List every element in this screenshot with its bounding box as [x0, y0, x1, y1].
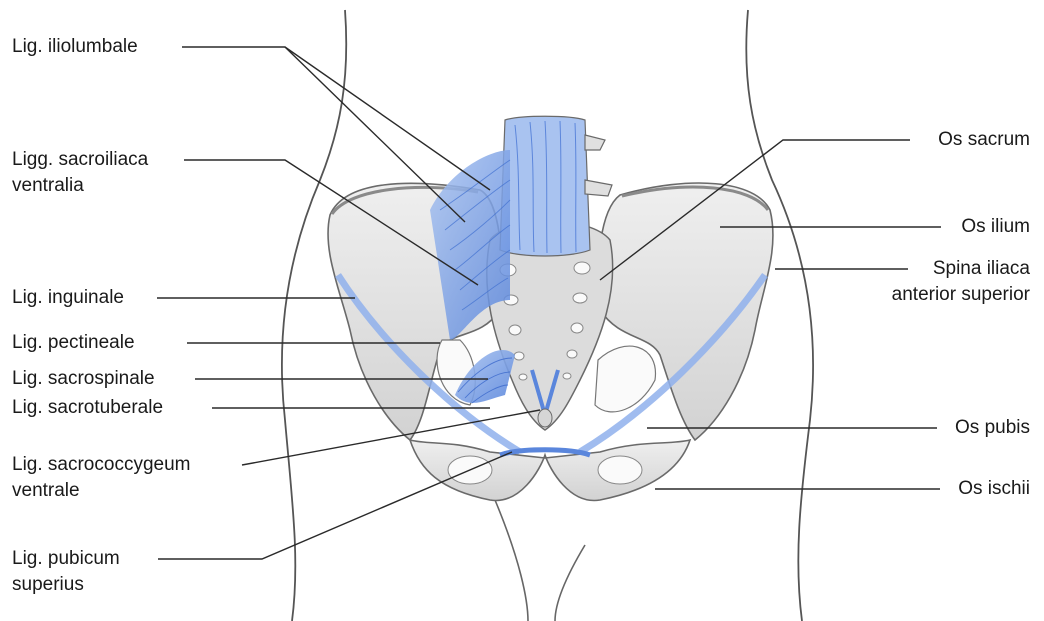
label-lig-sacrococcygeum-ventrale: Lig. sacrococcygeum ventrale — [12, 452, 190, 504]
label-lig-sacrospinale: Lig. sacrospinale — [12, 366, 155, 392]
label-spina-iliaca-anterior-superior: Spina iliaca anterior superior — [892, 256, 1030, 308]
body-outline-left — [282, 10, 346, 621]
label-os-ilium: Os ilium — [961, 214, 1030, 240]
label-lig-sacrotuberale: Lig. sacrotuberale — [12, 395, 163, 421]
label-os-pubis: Os pubis — [955, 415, 1030, 441]
label-os-sacrum: Os sacrum — [938, 127, 1030, 153]
femur-left — [495, 500, 585, 621]
label-ligg-sacroiliaca-ventralia: Ligg. sacroiliaca ventralia — [12, 147, 148, 199]
label-lig-pectineale: Lig. pectineale — [12, 330, 135, 356]
label-lig-iliolumbale: Lig. iliolumbale — [12, 34, 138, 60]
label-lig-pubicum-superius: Lig. pubicum superius — [12, 546, 120, 598]
label-os-ischii: Os ischii — [958, 476, 1030, 502]
label-lig-inguinale: Lig. inguinale — [12, 285, 124, 311]
obturator-foramen-right — [598, 456, 642, 484]
lumbar-spine — [500, 116, 590, 256]
